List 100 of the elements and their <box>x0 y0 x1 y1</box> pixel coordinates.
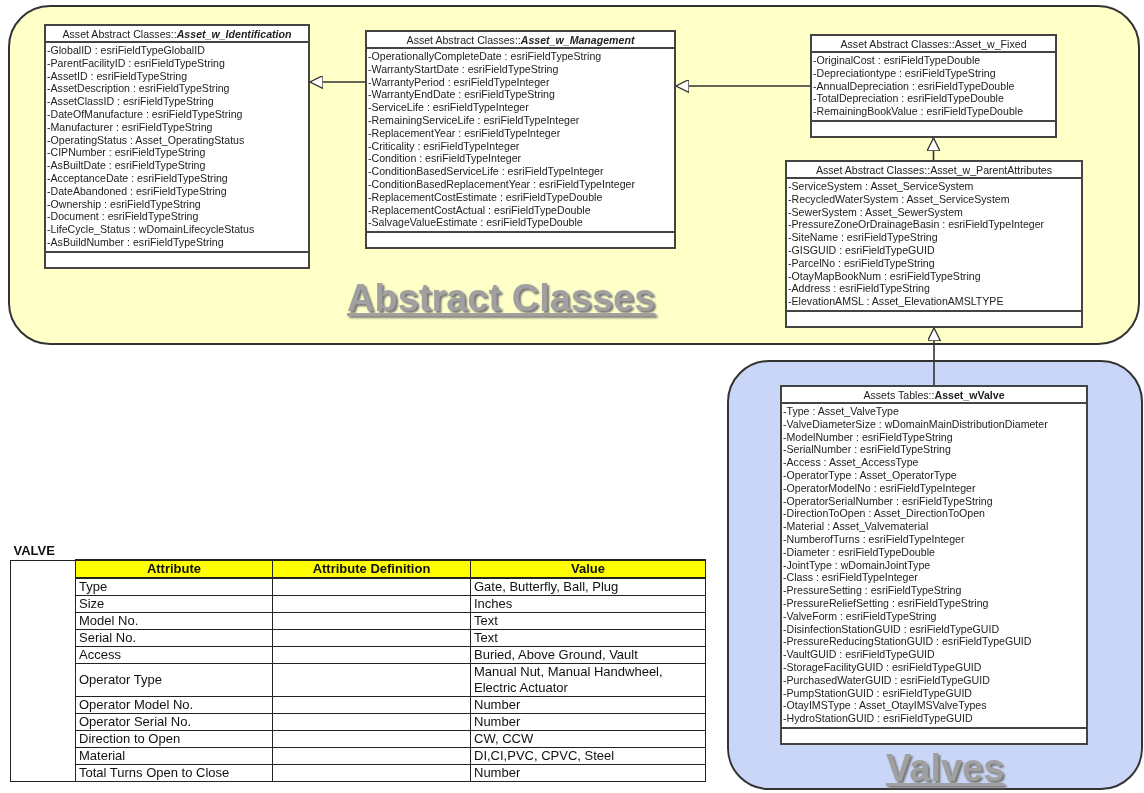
attribute-text: -DateAbandoned : esriFieldTypeString <box>46 184 227 198</box>
attribute-text: -Manufacturer : esriFieldTypeString <box>46 120 213 134</box>
inheritance-arrow <box>926 327 942 386</box>
attribute-text: -Type : Asset_ValveType <box>782 405 899 418</box>
attribute-text: -ValveForm : esriFieldTypeString <box>782 609 937 623</box>
attribute-cell: Operator Serial No. <box>75 713 273 731</box>
attribute-text: -AnnualDepreciation : esriFieldTypeDouble <box>812 79 1015 93</box>
value-cell: CW, CCW <box>470 730 706 748</box>
attribute-cell: Type <box>75 578 273 596</box>
attribute-cell: Direction to Open <box>75 730 273 748</box>
inheritance-arrow <box>675 78 811 94</box>
attribute-cell: Material <box>75 747 273 765</box>
value-cell: Number <box>470 696 706 714</box>
value-cell: Text <box>470 629 706 647</box>
attribute-text: -OriginalCost : esriFieldTypeDouble <box>812 54 981 67</box>
class-box <box>44 24 310 269</box>
attribute-text: -AssetID : esriFieldTypeString <box>46 69 188 83</box>
attribute-text: -OtayIMSType : Asset_OtayIMSValveTypes <box>782 699 987 713</box>
class-box <box>365 30 676 250</box>
value-cell: Manual Nut, Manual Handwheel, Electric Actuator <box>470 663 706 697</box>
attribute-text: -PurchasedWaterGUID : esriFieldTypeGUID <box>782 673 990 687</box>
attribute-text: -SerialNumber : esriFieldTypeString <box>782 443 951 457</box>
attribute-text: -DirectionToOpen : Asset_DirectionToOpen <box>782 507 985 521</box>
attribute-text: -OperationallyCompleteDate : esriFieldTypeString <box>367 50 602 63</box>
attribute-text: -StorageFacilityGUID : esriFieldTypeGUID <box>782 660 982 674</box>
attribute-cell: Operator Model No. <box>75 696 273 714</box>
class-box <box>780 385 1088 745</box>
attribute-text: -VaultGUID : esriFieldTypeGUID <box>782 648 935 661</box>
column-header: Attribute <box>75 560 273 578</box>
inheritance-arrow <box>926 137 941 161</box>
attribute-text: -ModelNumber : esriFieldTypeString <box>782 430 953 444</box>
attribute-text: -ValveDiameterSize : wDomainMainDistributionDiameter <box>782 417 1048 431</box>
region-title: Abstract Classes <box>347 277 656 320</box>
inheritance-arrow <box>309 74 366 90</box>
attribute-text: -WarrantyEndDate : esriFieldTypeString <box>367 88 555 102</box>
attribute-text: -Condition : esriFieldTypeInteger <box>367 152 522 166</box>
attribute-text: -PressureZoneOrDrainageBasin : esriFieldTypeInteger <box>787 218 1045 232</box>
attribute-text: -OtayMapBookNum : esriFieldTypeString <box>787 269 981 283</box>
class-box <box>785 160 1083 328</box>
attribute-text: -HydroStationGUID : esriFieldTypeGUID <box>782 712 973 725</box>
attribute-text: -SiteName : esriFieldTypeString <box>787 231 938 244</box>
attribute-text: -PressureReducingStationGUID : esriFieldTypeGUID <box>782 635 1032 649</box>
package-region <box>8 5 1140 345</box>
class-name: Asset Abstract Classes::Asset_w_Fixed <box>840 38 1027 50</box>
attribute-text: -PumpStationGUID : esriFieldTypeGUID <box>782 686 972 700</box>
attribute-cell: Size <box>75 595 273 613</box>
attribute-text: -DisinfectionStationGUID : esriFieldTypeGUID <box>782 622 1000 636</box>
attribute-text: -AsBuiltDate : esriFieldTypeString <box>46 159 206 172</box>
attribute-text: -OperatorSerialNumber : esriFieldTypeString <box>782 494 993 508</box>
value-cell: Text <box>470 612 706 630</box>
attribute-cell: Operator Type <box>75 663 273 697</box>
attribute-text: -TotalDepreciation : esriFieldTypeDouble <box>812 92 1004 106</box>
attribute-text: -WarrantyPeriod : esriFieldTypeInteger <box>367 75 550 89</box>
value-cell: Number <box>470 713 706 731</box>
attribute-text: -Class : esriFieldTypeInteger <box>782 571 918 585</box>
attribute-text: -LifeCycle_Status : wDomainLifecycleStatus <box>46 223 255 236</box>
table-title: VALVE <box>10 543 76 560</box>
attribute-text: -Depreciationtype : esriFieldTypeString <box>812 66 996 80</box>
value-cell: Number <box>470 764 706 782</box>
attribute-text: -OperatingStatus : Asset_OperatingStatus <box>46 133 245 147</box>
attribute-text: -ServiceLife : esriFieldTypeInteger <box>367 101 529 114</box>
attribute-text: -JointType : wDomainJointType <box>782 558 931 572</box>
attribute-text: -AcceptanceDate : esriFieldTypeString <box>46 171 228 185</box>
value-cell: Inches <box>470 595 706 613</box>
attribute-text: -Material : Asset_Valvematerial <box>782 520 929 533</box>
attribute-text: -AsBuildNumber : esriFieldTypeString <box>46 235 224 249</box>
attribute-text: -Criticality : esriFieldTypeInteger <box>367 139 520 153</box>
attribute-text: -DateOfManufacture : esriFieldTypeString <box>46 108 243 121</box>
attribute-cell: Serial No. <box>75 629 273 647</box>
value-cell: DI,CI,PVC, CPVC, Steel <box>470 747 706 765</box>
attribute-text: -GlobalID : esriFieldTypeGlobalID <box>46 44 205 57</box>
class-name: Assets Tables::Asset_wValve <box>863 389 1005 401</box>
attribute-text: -Ownership : esriFieldTypeString <box>46 197 201 211</box>
class-name: Asset Abstract Classes::Asset_w_Management <box>406 34 635 46</box>
attribute-text: -Document : esriFieldTypeString <box>46 210 199 224</box>
attribute-cell: Total Turns Open to Close <box>75 764 273 782</box>
value-cell: Gate, Butterfly, Ball, Plug <box>470 578 706 596</box>
attribute-text: -PressureReliefSetting : esriFieldTypeString <box>782 596 989 610</box>
attribute-text: -ServiceSystem : Asset_ServiceSystem <box>787 180 974 193</box>
attribute-text: -GISGUID : esriFieldTypeGUID <box>787 244 935 257</box>
attribute-cell: Model No. <box>75 612 273 630</box>
class-name: Asset Abstract Classes::Asset_w_Identification <box>62 28 292 40</box>
attribute-text: -Diameter : esriFieldTypeDouble <box>782 545 935 559</box>
attribute-text: -OperatorType : Asset_OperatorType <box>782 469 957 482</box>
column-header: Attribute Definition <box>272 560 471 578</box>
attribute-text: -SalvageValueEstimate : esriFieldTypeDouble <box>367 216 583 230</box>
attribute-text: -ParentFacilityID : esriFieldTypeString <box>46 56 225 70</box>
attribute-text: -SewerSystem : Asset_SewerSystem <box>787 205 963 219</box>
attribute-text: -Address : esriFieldTypeString <box>787 282 930 296</box>
attribute-text: -ParcelNo : esriFieldTypeString <box>787 256 935 270</box>
attribute-text: -RecycledWaterSystem : Asset_ServiceSystem <box>787 192 1010 206</box>
attribute-text: -NumberofTurns : esriFieldTypeInteger <box>782 532 965 546</box>
region-title: Valves <box>886 747 1005 790</box>
attribute-text: -AssetDescription : esriFieldTypeString <box>46 82 230 96</box>
package-region <box>727 360 1143 790</box>
value-cell: Buried, Above Ground, Vault <box>470 646 706 664</box>
attribute-text: -AssetClassID : esriFieldTypeString <box>46 95 214 108</box>
attribute-text: -OperatorModelNo : esriFieldTypeInteger <box>782 481 976 495</box>
attribute-text: -ConditionBasedReplacementYear : esriFieldTypeInteger <box>367 177 635 191</box>
attribute-text: -ReplacementCostEstimate : esriFieldTypeDouble <box>367 190 603 204</box>
